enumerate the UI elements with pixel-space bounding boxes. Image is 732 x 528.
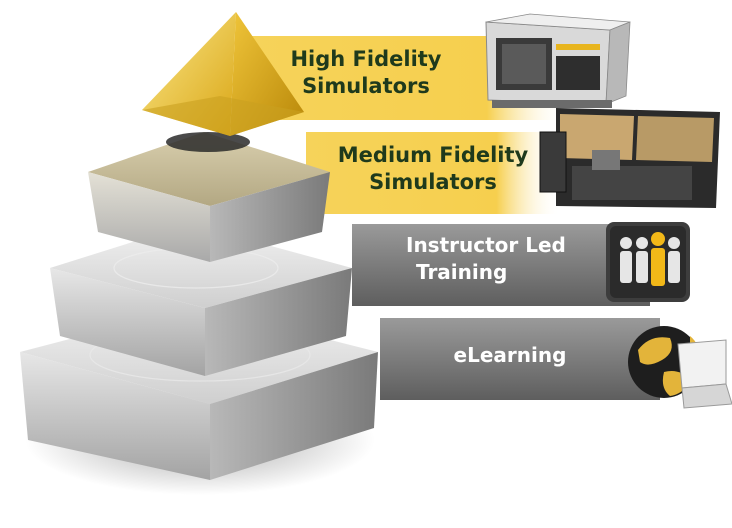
- tier-label-line: Medium Fidelity: [337, 143, 529, 167]
- classroom-group-icon: [606, 222, 690, 302]
- tier-label-line: Training: [416, 260, 508, 284]
- tier-label-line: Instructor Led: [406, 233, 566, 257]
- pyramid-tier-medium: [88, 132, 330, 262]
- band-instructor: [352, 224, 650, 306]
- tier-label-line: High Fidelity: [290, 47, 442, 71]
- tier-label-elearning: eLearning: [420, 342, 600, 369]
- desktop-simulator-icon: [539, 108, 720, 208]
- full-motion-simulator-icon: [485, 13, 631, 108]
- globe-laptop-icon: [628, 326, 732, 409]
- tier-label-line: eLearning: [453, 343, 567, 367]
- band-elearning: [380, 318, 660, 400]
- tier-label-medium-fidelity: Medium Fidelity Simulators: [318, 142, 548, 196]
- pyramid-tier-high: [142, 12, 304, 136]
- tier-label-line: Simulators: [369, 170, 497, 194]
- tier-label-instructor-led: Instructor Led Training: [392, 232, 606, 286]
- pyramid-tier-instructor: [50, 224, 352, 376]
- tier-label-high-fidelity: High Fidelity Simulators: [266, 46, 466, 100]
- tier-label-line: Simulators: [302, 74, 430, 98]
- band-medium: [306, 132, 560, 214]
